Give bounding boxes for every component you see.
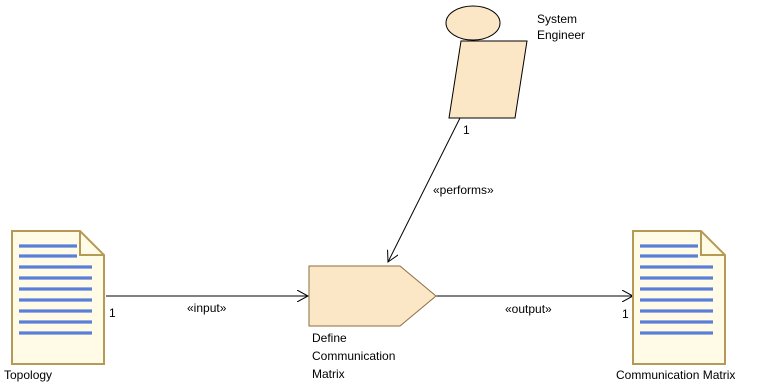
task-definition-icon: [308, 265, 437, 327]
input-multiplicity: 1: [109, 306, 116, 320]
performs-connector[interactable]: 1 «performs»: [388, 117, 494, 262]
task-name-line2: Communication: [312, 349, 395, 363]
document-icon: [632, 230, 726, 365]
task-name-line3: Matrix: [312, 367, 345, 381]
artifact-topology-name: Topology: [4, 368, 52, 382]
performs-multiplicity: 1: [463, 123, 470, 137]
performs-stereotype: «performs»: [433, 183, 494, 197]
task-define-communication-matrix[interactable]: Define Communication Matrix: [308, 265, 437, 381]
input-stereotype: «input»: [187, 301, 227, 315]
artifact-topology[interactable]: Topology: [4, 230, 105, 382]
actor-system-engineer[interactable]: System Engineer: [445, 5, 585, 119]
task-name-line1: Define: [312, 331, 347, 345]
artifact-communication-matrix[interactable]: Communication Matrix: [616, 230, 735, 382]
output-stereotype: «output»: [505, 302, 552, 316]
actor-name-line1: System: [537, 12, 577, 26]
artifact-communication-matrix-name: Communication Matrix: [616, 368, 735, 382]
input-connector[interactable]: 1 «input»: [106, 296, 308, 320]
actor-icon: [445, 5, 528, 119]
actor-name-line2: Engineer: [537, 28, 585, 42]
document-icon: [11, 230, 105, 365]
output-multiplicity: 1: [622, 307, 629, 321]
output-connector[interactable]: «output» 1: [436, 296, 633, 321]
